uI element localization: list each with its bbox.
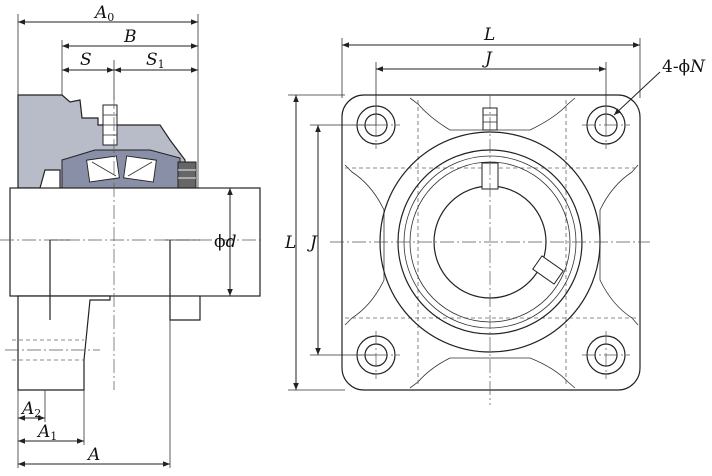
label-a: A — [86, 445, 100, 465]
set-screw-icon — [532, 255, 564, 285]
flange-outline — [341, 94, 641, 391]
label-l-side: L — [284, 233, 296, 253]
rollers — [86, 155, 157, 183]
label-j-side: J — [307, 233, 318, 253]
label-a0: A0 — [93, 3, 114, 24]
label-a2: A2 — [20, 399, 41, 420]
label-b: B — [123, 27, 137, 47]
shaft — [9, 187, 261, 297]
label-s1: S1 — [146, 50, 165, 71]
grease-nipple-icon — [102, 104, 118, 146]
front-view: L J 4-ϕN L J — [284, 25, 706, 405]
label-4-phi-n: 4-ϕN — [662, 57, 706, 77]
bearing-insert — [61, 149, 181, 189]
set-screw-icon — [177, 161, 197, 189]
leader-line-n — [613, 71, 661, 116]
label-phi-d: ϕd — [214, 232, 237, 252]
label-s: S — [80, 50, 92, 70]
side-view: A0 B S S1 ϕd A2 A1 A — [0, 3, 262, 468]
label-l-top: L — [483, 25, 495, 45]
label-j-top: J — [482, 49, 493, 69]
housing-flange-lower — [17, 295, 111, 391]
housing-boss-outline — [344, 97, 639, 389]
housing-body-right — [169, 240, 201, 321]
label-a1: A1 — [36, 422, 57, 443]
